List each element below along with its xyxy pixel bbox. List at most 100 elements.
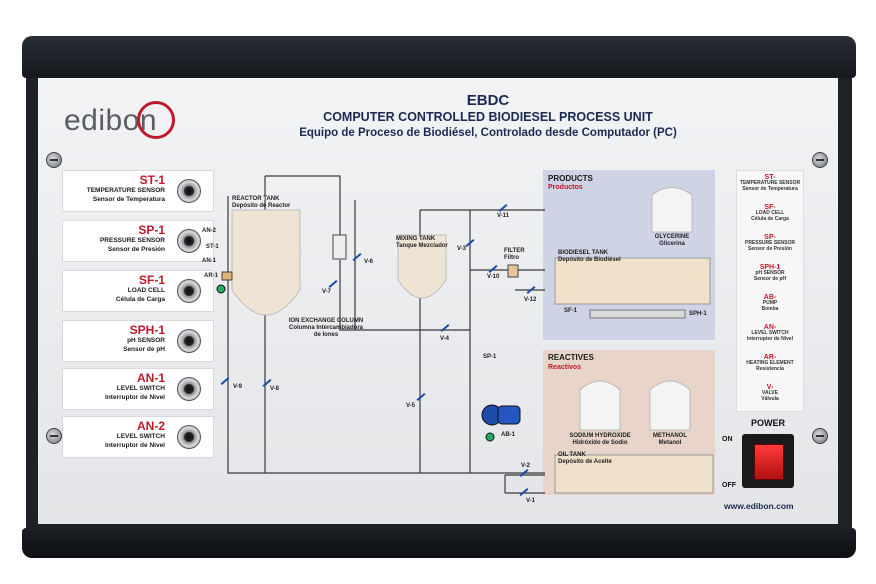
tag-v11: V-11 — [497, 213, 510, 219]
sensor-label: pH SENSOR — [127, 337, 165, 344]
tag-sph1: SPH-1 — [689, 311, 707, 317]
sensor-tag: ST-1 — [139, 173, 165, 187]
tag-sp1: SP-1 — [483, 354, 497, 360]
connector-socket-icon[interactable] — [177, 329, 201, 353]
heater-indicator-icon — [216, 284, 226, 294]
screw-icon — [812, 428, 828, 444]
sensor-box-sf1: SF-1 LOAD CELL Célula de Carga — [62, 270, 214, 312]
website-link[interactable]: www.edibon.com — [724, 501, 794, 511]
reactives-title: REACTIVES — [548, 353, 594, 362]
sensor-box-st1: ST-1 TEMPERATURE SENSOR Sensor de Temper… — [62, 170, 214, 212]
sensor-box-sp1: SP-1 PRESSURE SENSOR Sensor de Presión — [62, 220, 214, 262]
connector-socket-icon[interactable] — [177, 425, 201, 449]
connector-socket-icon[interactable] — [177, 229, 201, 253]
sensor-box-sph1: SPH-1 pH SENSOR Sensor de pH — [62, 320, 214, 362]
power-title: POWER — [750, 418, 785, 428]
tag-v8: V-8 — [270, 386, 280, 392]
tag-v2: V-2 — [521, 463, 531, 469]
tag-sf1: SF-1 — [564, 308, 578, 314]
sensor-tag: SF-1 — [138, 273, 165, 287]
glycerine-tank-shape — [651, 187, 693, 233]
screw-icon — [46, 152, 62, 168]
reactives-subtitle: Reactivos — [548, 364, 582, 371]
pump-indicator-icon — [485, 432, 495, 442]
sensor-label: LOAD CELL — [127, 287, 165, 294]
sensor-box-an2: AN-2 LEVEL SWITCH Interruptor de Nivel — [62, 416, 214, 458]
mixing-tank-shape — [397, 234, 447, 299]
tag-v5: V-5 — [406, 403, 416, 409]
sensor-label: LEVEL SWITCH — [116, 385, 165, 392]
biodiesel-tank-shape — [554, 257, 711, 305]
tag-v4: V-4 — [440, 336, 450, 342]
screw-icon — [812, 152, 828, 168]
sensor-tag: AN-1 — [136, 371, 165, 385]
tag-v6: V-6 — [364, 259, 374, 265]
filter-shape — [507, 264, 519, 278]
tag-v1: V-1 — [526, 498, 536, 504]
tag-v12: V-12 — [524, 297, 537, 303]
tag-v10: V-10 — [487, 274, 500, 280]
tag-an1: AN-1 — [202, 258, 217, 264]
products-subtitle: Productos — [548, 184, 583, 191]
tag-an2: AN-2 — [202, 228, 217, 234]
tag-ar1: AR-1 — [204, 273, 219, 279]
sensor-sublabel: Interruptor de Nivel — [105, 394, 165, 401]
sensor-sublabel: Interruptor de Nivel — [105, 442, 165, 449]
case-bottom-rim — [22, 528, 856, 558]
connector-socket-icon[interactable] — [177, 179, 201, 203]
heater-icon — [221, 271, 233, 281]
power-switch[interactable] — [754, 444, 784, 480]
connector-socket-icon[interactable] — [177, 279, 201, 303]
sensor-sublabel: Sensor de Temperatura — [92, 196, 165, 203]
sensor-label: LEVEL SWITCH — [116, 433, 165, 440]
tag-st1: ST-1 — [206, 244, 219, 250]
case-top-rim — [22, 36, 856, 78]
unit-code: EBDC — [466, 92, 510, 109]
connector-socket-icon[interactable] — [177, 377, 201, 401]
ion-column-shape — [332, 234, 347, 260]
sensor-label: TEMPERATURE SENSOR — [86, 187, 165, 194]
tag-ab1: AB-1 — [501, 432, 516, 438]
sensor-tag: SPH-1 — [129, 323, 165, 337]
load-cell-base — [589, 309, 686, 319]
screw-icon — [46, 428, 62, 444]
page-title: COMPUTER CONTROLLED BIODIESEL PROCESS UN… — [323, 110, 653, 124]
tag-v9: V-9 — [233, 384, 243, 390]
sensor-tag: SP-1 — [138, 223, 165, 237]
tag-v7: V-7 — [322, 289, 332, 295]
tag-v3: V-3 — [457, 246, 467, 252]
page-subtitle: Equipo de Proceso de Biodiésel, Controla… — [299, 127, 677, 139]
sodium-hydroxide-tank-shape — [579, 380, 621, 431]
oil-tank-shape — [554, 454, 714, 494]
methanol-tank-shape — [649, 380, 691, 431]
power-on-label: ON — [722, 436, 733, 443]
sensor-sublabel: Célula de Carga — [115, 296, 165, 303]
sensor-sublabel: Sensor de Presión — [107, 246, 165, 253]
sensor-label: PRESSURE SENSOR — [99, 237, 165, 244]
sensor-tag: AN-2 — [136, 419, 165, 433]
sensor-box-an1: AN-1 LEVEL SWITCH Interruptor de Nivel — [62, 368, 214, 410]
power-off-label: OFF — [722, 482, 736, 489]
sensor-sublabel: Sensor de pH — [123, 346, 165, 353]
products-title: PRODUCTS — [548, 174, 593, 183]
reactor-tank-shape — [231, 209, 301, 316]
